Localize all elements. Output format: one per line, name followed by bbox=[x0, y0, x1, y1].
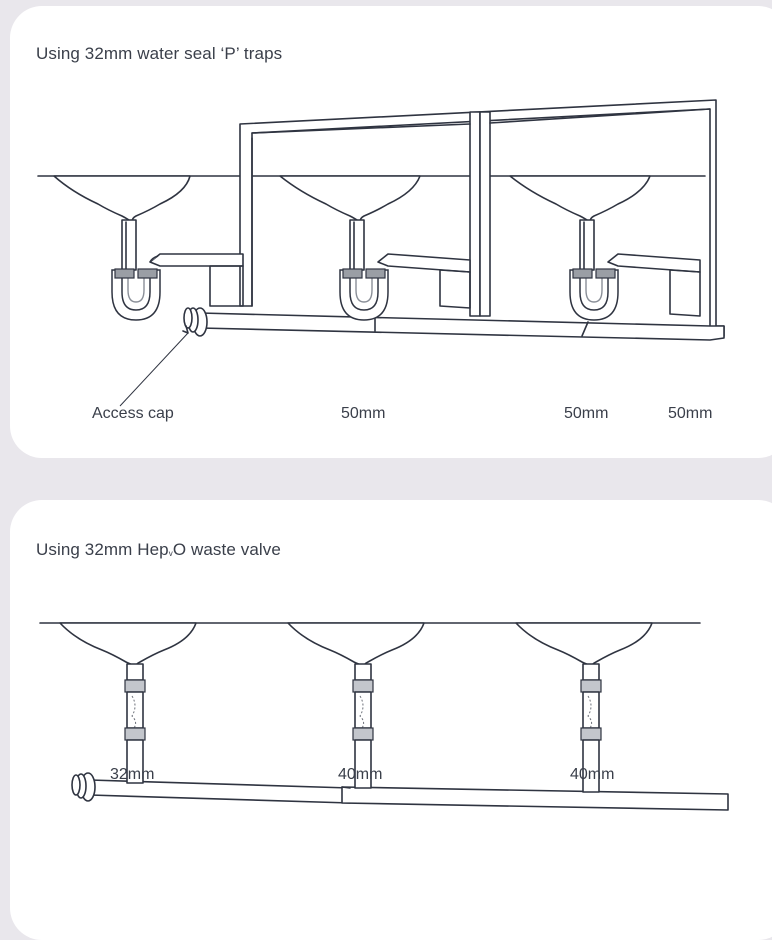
sink-unit-1 bbox=[53, 175, 244, 321]
hepvo-panel-title: Using 32mm HepvO waste valve bbox=[36, 540, 281, 559]
sink-unit-2 bbox=[287, 622, 425, 789]
hepvo-panel: Using 32mm HepvO waste valve bbox=[10, 500, 772, 940]
main-waste-pipe-40 bbox=[341, 786, 729, 811]
access-cap-leader bbox=[119, 332, 189, 407]
junction bbox=[581, 321, 589, 337]
pipe-size-label: 50mm bbox=[564, 405, 609, 422]
main-waste-pipe bbox=[199, 312, 725, 341]
pipe-size-label: 50mm bbox=[341, 405, 386, 422]
vent-rail bbox=[489, 108, 711, 124]
access-cap-label: Access cap bbox=[92, 405, 174, 422]
vent-upright-2 bbox=[479, 111, 491, 317]
pipe-size-label: 32mm bbox=[110, 766, 155, 783]
access-cap-icon bbox=[183, 307, 208, 337]
access-cap-icon bbox=[71, 772, 96, 802]
sink-unit-1 bbox=[59, 622, 197, 784]
sink-unit-3 bbox=[509, 175, 701, 321]
p-trap-panel-title: Using 32mm water seal ‘P’ traps bbox=[36, 44, 283, 63]
hepvo-diagram bbox=[39, 622, 729, 811]
vent-rail bbox=[251, 123, 471, 134]
pipe-size-label: 40mm bbox=[338, 766, 383, 783]
pipe-size-label: 50mm bbox=[668, 405, 713, 422]
vent-upright-1 bbox=[469, 111, 481, 317]
sink-unit-3 bbox=[515, 622, 653, 793]
access-cap-arrowhead bbox=[182, 325, 189, 334]
sink-unit-2 bbox=[279, 175, 471, 321]
p-trap-panel: Using 32mm water seal ‘P’ traps bbox=[10, 6, 772, 458]
pipe-size-label: 40mm bbox=[570, 766, 615, 783]
p-trap-diagram bbox=[37, 99, 725, 407]
